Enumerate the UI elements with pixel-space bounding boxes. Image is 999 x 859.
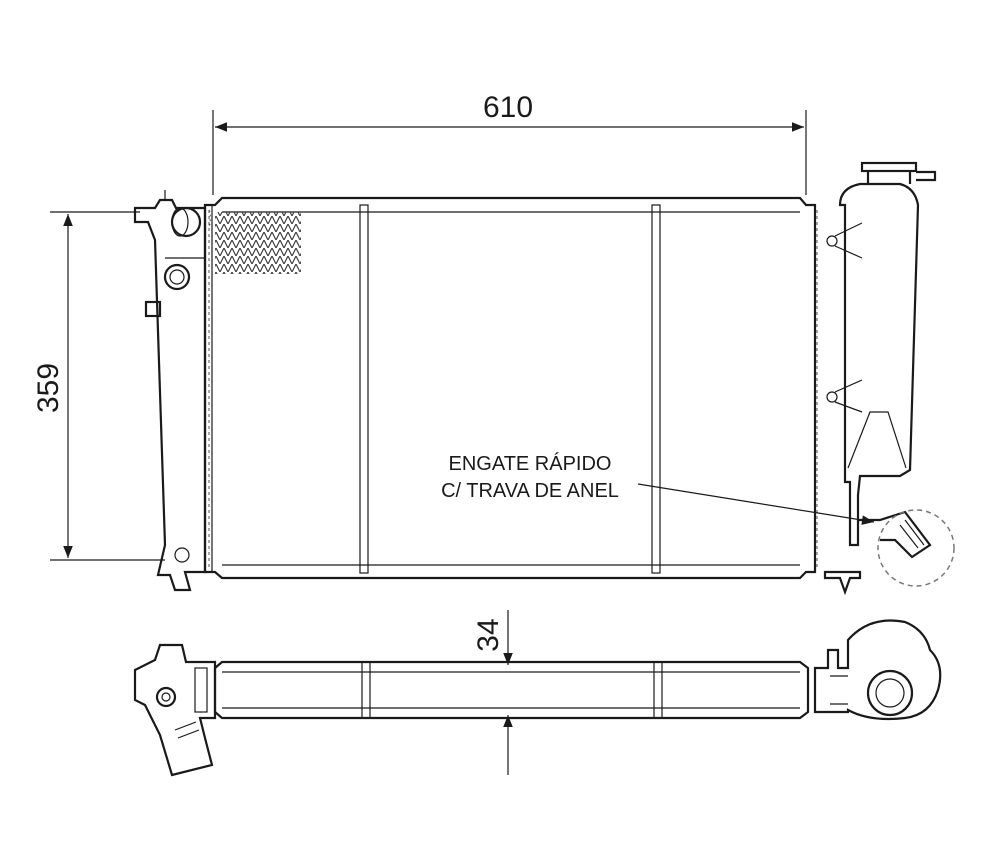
expansion-tank bbox=[823, 161, 955, 596]
width-label: 610 bbox=[483, 91, 533, 124]
radiator-core-front bbox=[203, 196, 818, 580]
width-dimension: 610 bbox=[212, 91, 807, 195]
thickness-label: 34 bbox=[472, 618, 505, 651]
annotation-line1: ENGATE RÁPIDO bbox=[449, 452, 612, 475]
radiator-top-view bbox=[133, 619, 942, 777]
quick-connect-annotation: ENGATE RÁPIDO C/ TRAVA DE ANEL bbox=[441, 452, 875, 525]
annotation-line2: C/ TRAVA DE ANEL bbox=[441, 480, 619, 502]
height-label: 359 bbox=[32, 363, 65, 413]
left-tank bbox=[133, 190, 207, 592]
detail-circle bbox=[877, 509, 955, 587]
fin-pattern bbox=[215, 212, 301, 274]
thickness-dimension: 34 bbox=[472, 610, 513, 775]
height-dimension: 359 bbox=[32, 211, 165, 561]
